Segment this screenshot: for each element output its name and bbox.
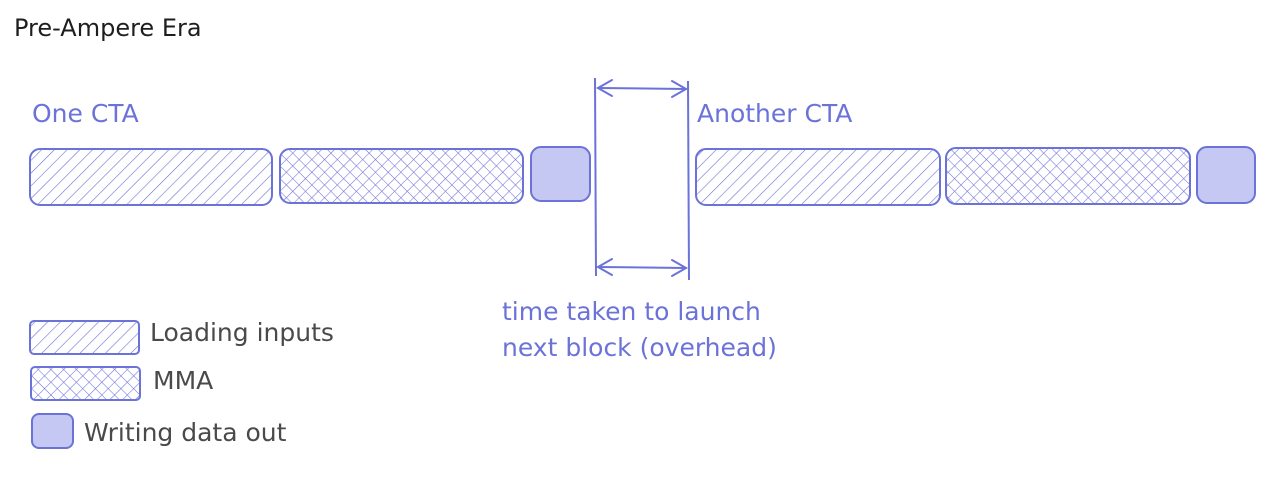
cta1-write-block (530, 146, 591, 202)
cta-label-one: One CTA (32, 99, 139, 128)
overhead-top-arrow (595, 79, 689, 98)
cta2-mma-block (945, 147, 1191, 205)
cta2-write-block (1196, 146, 1256, 204)
legend-label-loading: Loading inputs (150, 318, 334, 347)
legend-label-mma: MMA (153, 366, 214, 395)
cta1-mma-block (279, 148, 524, 204)
overhead-caption: time taken to launch next block (overhea… (502, 294, 777, 367)
legend-label-writing: Writing data out (84, 418, 287, 447)
cta-label-another: Another CTA (697, 99, 853, 128)
overhead-left-line (594, 77, 597, 277)
legend-swatch-loading (29, 320, 140, 355)
overhead-right-line (687, 80, 690, 281)
cta1-loading-block (29, 148, 273, 206)
overhead-bottom-arrow (595, 258, 689, 277)
cta2-loading-block (695, 148, 941, 206)
overhead-caption-line1: time taken to launch (502, 297, 761, 326)
page-title: Pre-Ampere Era (14, 14, 202, 42)
legend-swatch-writing (31, 413, 74, 449)
overhead-caption-line2: next block (overhead) (502, 333, 777, 363)
legend-swatch-mma (30, 366, 141, 401)
